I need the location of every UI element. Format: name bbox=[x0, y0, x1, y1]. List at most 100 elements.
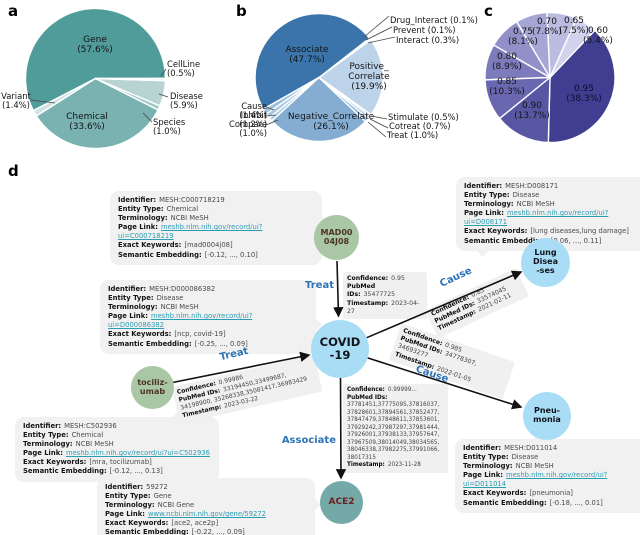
card-key: Exact Keywords: bbox=[118, 241, 182, 250]
pie-a-slice-Variant bbox=[32, 77, 97, 117]
pie-label-cotreat: Cotreat (0.7%) bbox=[389, 121, 451, 131]
pie-a-slice-Species bbox=[94, 77, 161, 111]
pie-b-slice-Interact bbox=[318, 38, 372, 79]
panel-label-d: d bbox=[8, 162, 19, 180]
card-value: [ncp, covid-19] bbox=[174, 330, 226, 339]
pie-b-slice-Cotreat bbox=[318, 76, 371, 120]
leader-cotreat bbox=[369, 118, 389, 129]
card-key: Terminology: bbox=[108, 303, 158, 312]
pie-c-slice-0.90 bbox=[498, 76, 551, 144]
card-key: Entity Type: bbox=[464, 191, 510, 200]
card-key: Exact Keywords: bbox=[23, 458, 87, 467]
evidence-key: PubMed IDs: bbox=[347, 394, 388, 401]
card-value: [-0.18, ..., 0.01] bbox=[549, 498, 603, 507]
card-value: NCBI MeSH bbox=[170, 214, 209, 223]
pie-label-085: 0.85 (10.3%) bbox=[489, 77, 525, 98]
page-link[interactable]: meshb.nlm.nih.gov/record/ui?ui=D00008638… bbox=[108, 312, 253, 330]
page-link[interactable]: meshb.nlm.nih.gov/record/ui?ui=C00071821… bbox=[118, 223, 263, 241]
leader-treat bbox=[367, 121, 387, 138]
card-key: Page Link: bbox=[463, 471, 503, 480]
card-value: [mra, tocilizumab] bbox=[89, 458, 152, 467]
edge-mad-treat-covid bbox=[333, 260, 344, 318]
entity-card-tocilizumab: Identifier:MESH:C502936 Entity Type:Chem… bbox=[15, 411, 219, 482]
leader-compare bbox=[265, 119, 279, 126]
card-key: Semantic Embedding: bbox=[464, 236, 548, 245]
pie-c-slice-0.85 bbox=[484, 76, 551, 120]
card-value: NCBI MeSH bbox=[516, 200, 555, 209]
pie-label-negative-correlate: Negative_Correlate (26.1%) bbox=[287, 112, 375, 133]
card-key: Exact Keywords: bbox=[108, 330, 172, 339]
card-key: Semantic Embedding: bbox=[105, 528, 189, 535]
leader-prevent bbox=[365, 26, 393, 41]
card-value: [pneumonia] bbox=[529, 489, 573, 498]
pie-label-inhibit: Inhibit (1.2%) bbox=[239, 110, 267, 130]
card-value: [lung diseases,lung damage] bbox=[530, 227, 629, 236]
pie-label-060: 0.60 (5.4%) bbox=[583, 26, 613, 47]
pie-label-090: 0.90 (13.7%) bbox=[514, 101, 550, 122]
evidence-value: 2023-11-28 bbox=[387, 462, 421, 469]
card-key: Identifier: bbox=[463, 444, 502, 452]
page-link[interactable]: meshb.nlm.nih.gov/record/ui?ui=D008171 bbox=[464, 209, 609, 227]
leader-cause bbox=[265, 106, 275, 111]
pie-b-slice-Stimulate bbox=[318, 76, 372, 117]
card-key: Entity Type: bbox=[118, 205, 164, 214]
card-value: MESH:C502936 bbox=[64, 422, 117, 430]
entity-card-mad0004j08: Identifier:MESH:C000718219 Entity Type:C… bbox=[110, 191, 328, 265]
pie-b-slice-Compare bbox=[268, 76, 320, 122]
card-key: Entity Type: bbox=[23, 431, 69, 440]
card-value: Disease bbox=[511, 453, 539, 462]
pie-a-slice-Gene bbox=[24, 7, 167, 112]
card-key: Exact Keywords: bbox=[464, 227, 528, 236]
pie-a-slice-CellLine bbox=[94, 77, 167, 82]
card-key: Entity Type: bbox=[105, 492, 151, 501]
card-value: [-0.12, ..., 0.10] bbox=[204, 250, 258, 259]
pie-b-slice-Treat bbox=[318, 76, 369, 123]
card-key: Identifier: bbox=[105, 483, 144, 491]
evidence-value: 0.95 bbox=[391, 275, 405, 282]
card-key: Exact Keywords: bbox=[463, 489, 527, 498]
pie-label-stimulate: Stimulate (0.5%) bbox=[388, 112, 459, 122]
card-value: [-0.12, ..., 0.13] bbox=[109, 467, 163, 476]
pie-c-slice-0.60 bbox=[549, 17, 596, 79]
leader-interact bbox=[367, 36, 396, 44]
leader-variant bbox=[29, 99, 56, 104]
entity-card-ace2: Identifier:59272 Entity Type:Gene Termin… bbox=[97, 478, 321, 535]
evidence-box-ace2-associate: Confidence:0.99999... PubMed IDs:3778145… bbox=[343, 384, 448, 473]
card-value: [0.06, ..., 0.11] bbox=[550, 236, 602, 245]
card-value: NCBI Gene bbox=[157, 501, 195, 510]
card-key: Semantic Embedding: bbox=[108, 339, 192, 348]
card-key: Terminology: bbox=[118, 214, 168, 223]
card-key: Identifier: bbox=[118, 196, 157, 204]
pie-label-associate: Associate (47.7%) bbox=[285, 45, 329, 66]
entity-card-pneumonia: Identifier:MESH:D011014 Entity Type:Dise… bbox=[455, 433, 640, 513]
pie-label-gene: Gene (57.6%) bbox=[77, 35, 113, 56]
leader-stimulate bbox=[370, 115, 388, 120]
page-link[interactable]: meshb.nlm.nih.gov/record/ui?ui=D011014 bbox=[463, 471, 608, 489]
pie-label-drug-interact: Drug_Interact (0.1%) bbox=[390, 15, 478, 25]
page-link[interactable]: meshb.nlm.nih.gov/record/ui?ui=C502936 bbox=[65, 449, 210, 458]
card-tail bbox=[308, 498, 321, 511]
card-key: Terminology: bbox=[105, 501, 155, 510]
card-key: Page Link: bbox=[105, 510, 145, 519]
pie-label-variant: Variant (1.4%) bbox=[1, 91, 31, 111]
pie-b-slice-Negative_Correlate bbox=[271, 76, 367, 143]
pie-label-prevent: Prevent (0.1%) bbox=[393, 25, 456, 35]
pie-b-slice-Associate bbox=[254, 12, 371, 110]
edge-covid-associate-ace2 bbox=[335, 377, 347, 480]
pie-b-slice-Prevent bbox=[318, 37, 371, 79]
pie-wedges bbox=[24, 7, 616, 150]
pie-label-080: 0.80 (8.9%) bbox=[492, 52, 522, 73]
pie-a-slice-Chemical bbox=[35, 77, 159, 150]
panel-label-a: a bbox=[8, 2, 19, 20]
evidence-key: Timestamp: bbox=[347, 462, 385, 469]
card-value: [-0.25, ..., 0.09] bbox=[194, 339, 248, 348]
card-key: Terminology: bbox=[463, 462, 513, 471]
evidence-key: Confidence: bbox=[347, 387, 385, 393]
evidence-value: 35477725 bbox=[363, 291, 396, 299]
card-value: Disease bbox=[156, 294, 184, 303]
node-lung-diseases: Lung Disea -ses bbox=[521, 238, 570, 287]
page-link[interactable]: www.ncbi.nlm.nih.gov/gene/59272 bbox=[147, 510, 266, 519]
evidence-value: 37781451,37775095,37816037, 37828601,378… bbox=[347, 402, 440, 461]
card-key: Terminology: bbox=[23, 440, 73, 449]
